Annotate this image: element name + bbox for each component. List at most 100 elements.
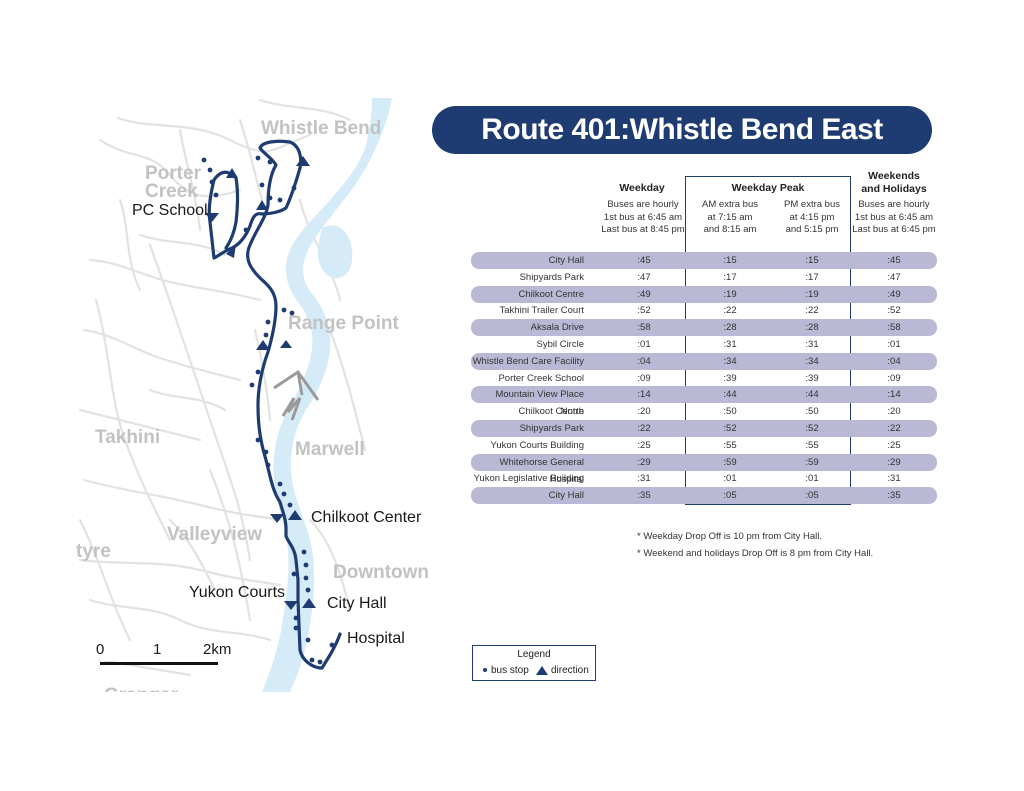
col-weekend-sub: Buses are hourly 1st bus at 6:45 am Last… [852,199,936,235]
area-label-marwell: Marwell [295,439,365,460]
cell-am-peak-time: :50 [723,406,737,418]
cell-am-peak-time: :15 [723,255,737,266]
table-row: Yukon Courts Building :25 :55 :55 :25 [471,437,937,454]
cell-stop-name: Whistle Bend Care Facility [472,355,584,367]
area-label-tyre: tyre [76,541,111,562]
cell-am-peak-time: :39 [723,372,737,384]
cell-stop-name: Aksala Drive [530,322,584,334]
cell-weekend-time: :35 [887,490,901,502]
table-row: Sybil Circle :01 :31 :31 :01 [471,336,937,353]
cell-pm-peak-time: :39 [805,372,819,384]
bus-stop-dot-icon [483,668,487,673]
yukon-river [262,98,392,692]
table-row: Whistle Bend Care Facility:04:34:34:04 [471,352,937,370]
cell-weekend-time: :25 [887,439,901,451]
area-label-creek: Creek [145,181,198,202]
cell-am-peak-time: :31 [723,339,737,350]
cell-stop-name: Mountain View Place North [495,389,584,418]
col-weekend-title-line1: Weekends [868,170,920,182]
cell-stop-name: Shipyards Park [519,423,584,434]
cell-weekday-time: :25 [637,439,651,451]
note-weekday-dropoff: * Weekday Drop Off is 10 pm from City Ha… [637,531,822,542]
col-peak-title: Weekday Peak [731,182,805,194]
col-weekday-sub: Buses are hourly 1st bus at 6:45 am Last… [601,199,685,235]
cell-weekend-time: :22 [887,423,901,434]
area-label-takhini: Takhini [95,427,160,448]
route-line [207,139,342,670]
cell-am-peak-time: :44 [723,389,737,401]
cell-weekend-time: :09 [887,372,901,384]
cell-weekend-time: :04 [887,355,901,367]
cell-weekend-time: :20 [887,406,901,418]
bus-stops [201,155,335,665]
cell-pm-peak-time: :34 [805,355,819,367]
scale-label-0: 0 [96,641,104,658]
col-weekday-title: Weekday [619,182,665,194]
cell-weekend-time: :01 [887,339,901,350]
cell-weekday-time: :22 [637,423,651,434]
legend-item-direction: direction [536,665,589,676]
cell-stop-name: Porter Creek School [498,372,584,384]
road-network [78,98,367,677]
scale-label-2km: 2km [203,641,231,658]
table-row: Yukon Legislative Building:31:01:01:31 [471,470,937,487]
cell-stop-name: Shipyards Park [519,271,584,283]
cell-weekday-time: :20 [637,406,651,418]
cell-pm-peak-time: :52 [805,423,819,434]
cell-stop-name: City Hall [548,255,584,266]
cell-pm-peak-time: :01 [805,473,819,485]
route-title: Route 401:Whistle Bend East [432,106,932,154]
table-row: Chilkoot Centre:20:50:50:20 [471,403,937,420]
legend-direction-label: direction [551,665,589,676]
cell-pm-peak-time: :44 [805,389,819,401]
area-label-granger: Granger [104,685,179,706]
cell-stop-name: Sybil Circle [536,339,584,350]
cell-weekend-time: :47 [887,271,901,283]
cell-pm-peak-time: :28 [805,322,819,334]
cell-am-peak-time: :55 [723,439,737,451]
cell-weekday-time: :35 [637,490,651,502]
cell-pm-peak-time: :59 [805,456,819,468]
cell-weekday-time: :58 [637,322,651,334]
cell-pm-peak-time: :19 [805,288,819,300]
direction-arrows [205,156,316,610]
cell-pm-peak-time: :31 [805,339,819,350]
area-label-whistle-bend: Whistle Bend [261,118,381,139]
direction-triangle-icon [536,665,548,675]
cell-weekday-time: :45 [637,255,651,266]
cell-pm-peak-time: :05 [805,490,819,502]
cell-weekday-time: :31 [637,473,651,485]
cell-stop-name: Yukon Legislative Building [473,473,584,485]
north-arrow-icon [273,369,320,421]
col-weekend-title: Weekends and Holidays [856,170,932,196]
area-label-porter: Porter [145,163,202,184]
cell-pm-peak-time: :55 [805,439,819,451]
table-row: Chilkoot Centre:49:19:19:49 [471,285,937,303]
cell-am-peak-time: :28 [723,322,737,334]
table-row: Takhini Trailer Court:52:22:22:52 [471,302,937,319]
cell-am-peak-time: :59 [723,456,737,468]
cell-weekend-time: :58 [887,322,901,334]
cell-weekday-time: :47 [637,271,651,283]
cell-weekday-time: :14 [637,389,651,401]
cell-stop-name: Chilkoot Centre [518,288,584,300]
stop-label-yukon-courts: Yukon Courts [189,584,285,601]
area-label-range-point: Range Point [288,313,400,334]
cell-weekend-time: :52 [887,305,901,317]
cell-am-peak-time: :52 [723,423,737,434]
table-row: Mountain View Place North:14:44:44:14 [471,386,937,418]
cell-stop-name: Yukon Courts Building [490,439,584,451]
col-weekend-title-line2: and Holidays [861,183,927,195]
cell-weekday-time: :01 [637,339,651,350]
cell-weekday-time: :49 [637,288,651,300]
table-row: City Hall:35:05:05:35 [471,487,937,505]
note-weekend-dropoff: * Weekend and holidays Drop Off is 8 pm … [637,548,874,559]
cell-am-peak-time: :01 [723,473,737,485]
cell-pm-peak-time: :17 [805,271,819,283]
legend-title: Legend [517,649,551,660]
cell-am-peak-time: :19 [723,288,737,300]
table-row: Aksala Drive :58 :28 :28 :58 [471,319,937,337]
cell-pm-peak-time: :15 [805,255,819,266]
cell-weekday-time: :09 [637,372,651,384]
cell-weekday-time: :29 [637,456,651,468]
